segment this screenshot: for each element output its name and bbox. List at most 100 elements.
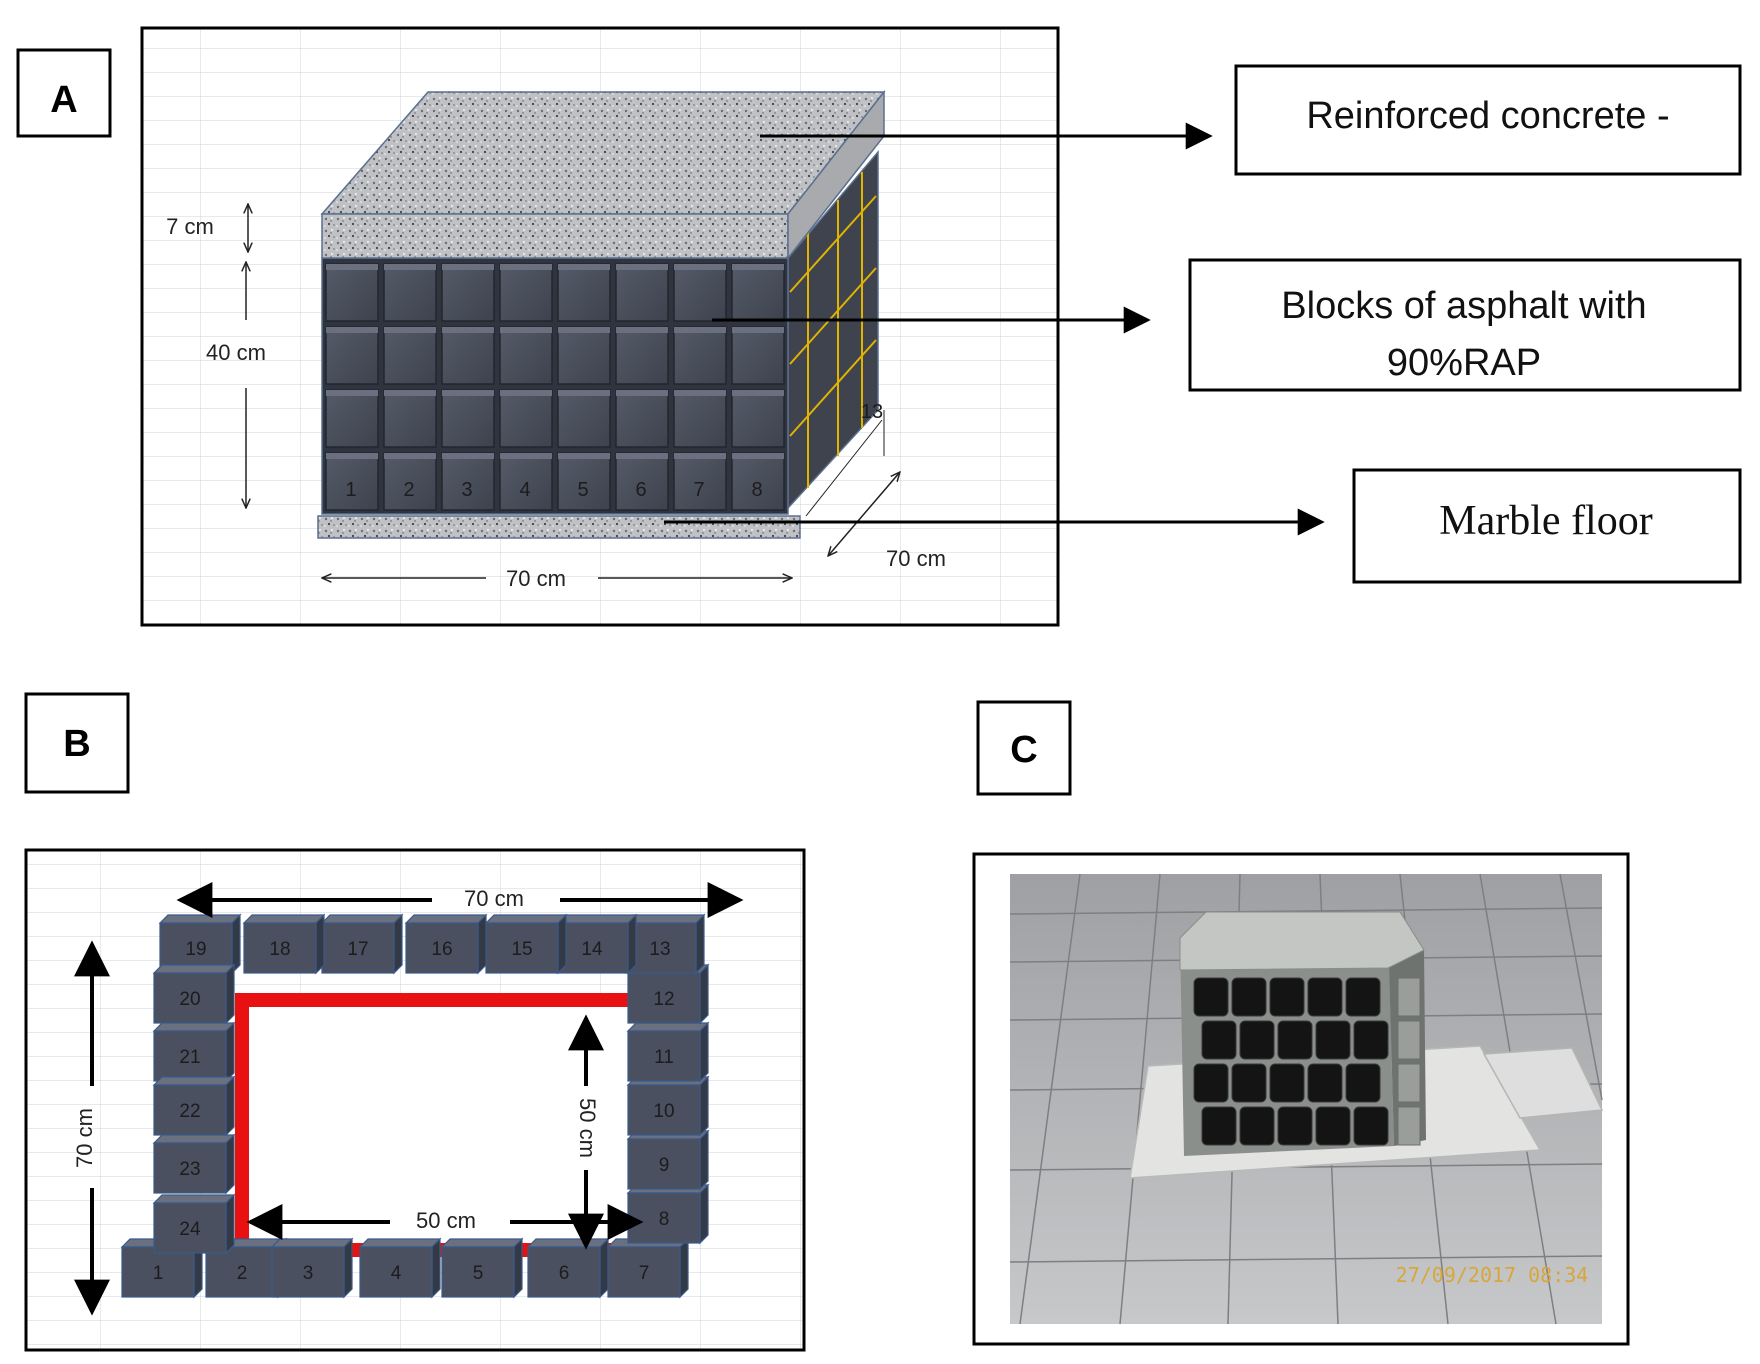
asphalt-block <box>325 263 379 322</box>
ring-block: 15 <box>484 913 568 975</box>
block-number-label: 1 <box>345 479 356 501</box>
ring-block: 6 <box>526 1237 610 1299</box>
ring-block-number: 7 <box>639 1263 650 1284</box>
asphalt-block <box>673 389 727 448</box>
asphalt-block <box>731 389 785 448</box>
asphalt-block: 6 <box>615 452 669 511</box>
ring-block-number: 3 <box>303 1263 314 1284</box>
asphalt-block: 1 <box>325 452 379 511</box>
dim-height-label: 40 cm <box>206 340 266 365</box>
ring-block-number: 16 <box>431 939 452 960</box>
asphalt-block <box>383 263 437 322</box>
asphalt-block <box>499 389 553 448</box>
ring-block-number: 6 <box>559 1263 570 1284</box>
concrete-slab-front <box>321 213 789 259</box>
asphalt-block <box>731 263 785 322</box>
photo-specimen: 27/09/2017 08:34 <box>1009 873 1604 1325</box>
ring-block-number: 17 <box>347 939 368 960</box>
block-number-label: 3 <box>461 479 472 501</box>
ring-block-number: 24 <box>179 1219 201 1240</box>
ring-block-number: 23 <box>179 1159 200 1180</box>
photo-asphalt-bricks <box>1193 977 1421 1146</box>
ring-block-number: 14 <box>581 939 603 960</box>
block-number-label: 2 <box>403 479 414 501</box>
asphalt-block <box>615 263 669 322</box>
callout-concrete-text: Reinforced concrete - <box>1306 95 1669 137</box>
callout-concrete-box <box>1234 64 1742 176</box>
dim-inner-right-label: 50 cm <box>575 1098 600 1158</box>
panel-a-label: A <box>50 79 77 121</box>
ring-block-number: 10 <box>653 1101 674 1122</box>
asphalt-block <box>557 389 611 448</box>
ring-block-number: 2 <box>237 1263 248 1284</box>
dim-depth-arrow <box>828 472 900 556</box>
asphalt-block <box>499 326 553 385</box>
asphalt-block <box>441 326 495 385</box>
callout-asphalt-line2: 90%RAP <box>1387 342 1541 384</box>
asphalt-block: 5 <box>557 452 611 511</box>
dim-inner-bottom-label: 50 cm <box>416 1208 476 1233</box>
panel-a-label-box <box>16 48 112 138</box>
ring-block-number: 21 <box>179 1047 200 1068</box>
ring-block-number: 22 <box>179 1101 200 1122</box>
ring-block: 20 <box>152 963 236 1025</box>
panel-b-label-box <box>24 692 130 794</box>
dim-outer-top-label: 70 cm <box>464 886 524 911</box>
block-number-label: 7 <box>693 479 704 501</box>
asphalt-block: 4 <box>499 452 553 511</box>
ring-block: 24 <box>152 1193 236 1255</box>
ring-block: 8 <box>626 1183 710 1245</box>
callout-marble-box <box>1352 468 1742 584</box>
photo-timestamp: 27/09/2017 08:34 <box>1396 1263 1589 1287</box>
ring-block-number: 15 <box>511 939 532 960</box>
ring-block-number: 19 <box>185 939 206 960</box>
asphalt-block: 8 <box>731 452 785 511</box>
asphalt-block <box>673 263 727 322</box>
asphalt-block <box>441 263 495 322</box>
asphalt-block <box>615 326 669 385</box>
ring-block: 18 <box>242 913 326 975</box>
marble-floor-slab <box>317 515 801 539</box>
ring-block: 4 <box>358 1237 442 1299</box>
block-number-13: 13 <box>861 401 883 423</box>
ring-block: 11 <box>626 1021 710 1083</box>
ring-block-number: 12 <box>653 989 674 1010</box>
asphalt-block <box>441 389 495 448</box>
ring-block-number: 18 <box>269 939 290 960</box>
ring-block-number: 1 <box>153 1263 164 1284</box>
asphalt-block <box>383 326 437 385</box>
block-number-label: 8 <box>751 479 762 501</box>
asphalt-block <box>557 326 611 385</box>
asphalt-block: 2 <box>383 452 437 511</box>
ring-block: 3 <box>270 1237 354 1299</box>
block-number-label: 4 <box>519 479 530 501</box>
ring-block: 23 <box>152 1133 236 1195</box>
asphalt-block <box>383 389 437 448</box>
asphalt-block <box>325 326 379 385</box>
panel-c-label: C <box>1010 729 1037 771</box>
rebar-mesh <box>789 172 877 488</box>
callout-asphalt-box <box>1188 258 1742 392</box>
callout-marble-text: Marble floor <box>1439 498 1652 544</box>
ring-block: 7 <box>606 1237 690 1299</box>
panel-b-label: B <box>63 723 90 765</box>
asphalt-block <box>731 326 785 385</box>
ring-block-number: 4 <box>391 1263 402 1284</box>
ring-block: 21 <box>152 1021 236 1083</box>
dim-width-label: 70 cm <box>506 566 566 591</box>
dim-depth-label: 70 cm <box>886 546 946 571</box>
ring-block-number: 11 <box>654 1047 674 1068</box>
panel-c-label-box <box>976 700 1072 796</box>
dim-slab-label: 7 cm <box>166 214 214 239</box>
asphalt-block <box>499 263 553 322</box>
asphalt-block: 7 <box>673 452 727 511</box>
ring-block: 16 <box>404 913 488 975</box>
ring-block-number: 5 <box>473 1263 484 1284</box>
asphalt-block <box>615 389 669 448</box>
ring-block-number: 9 <box>659 1155 670 1176</box>
